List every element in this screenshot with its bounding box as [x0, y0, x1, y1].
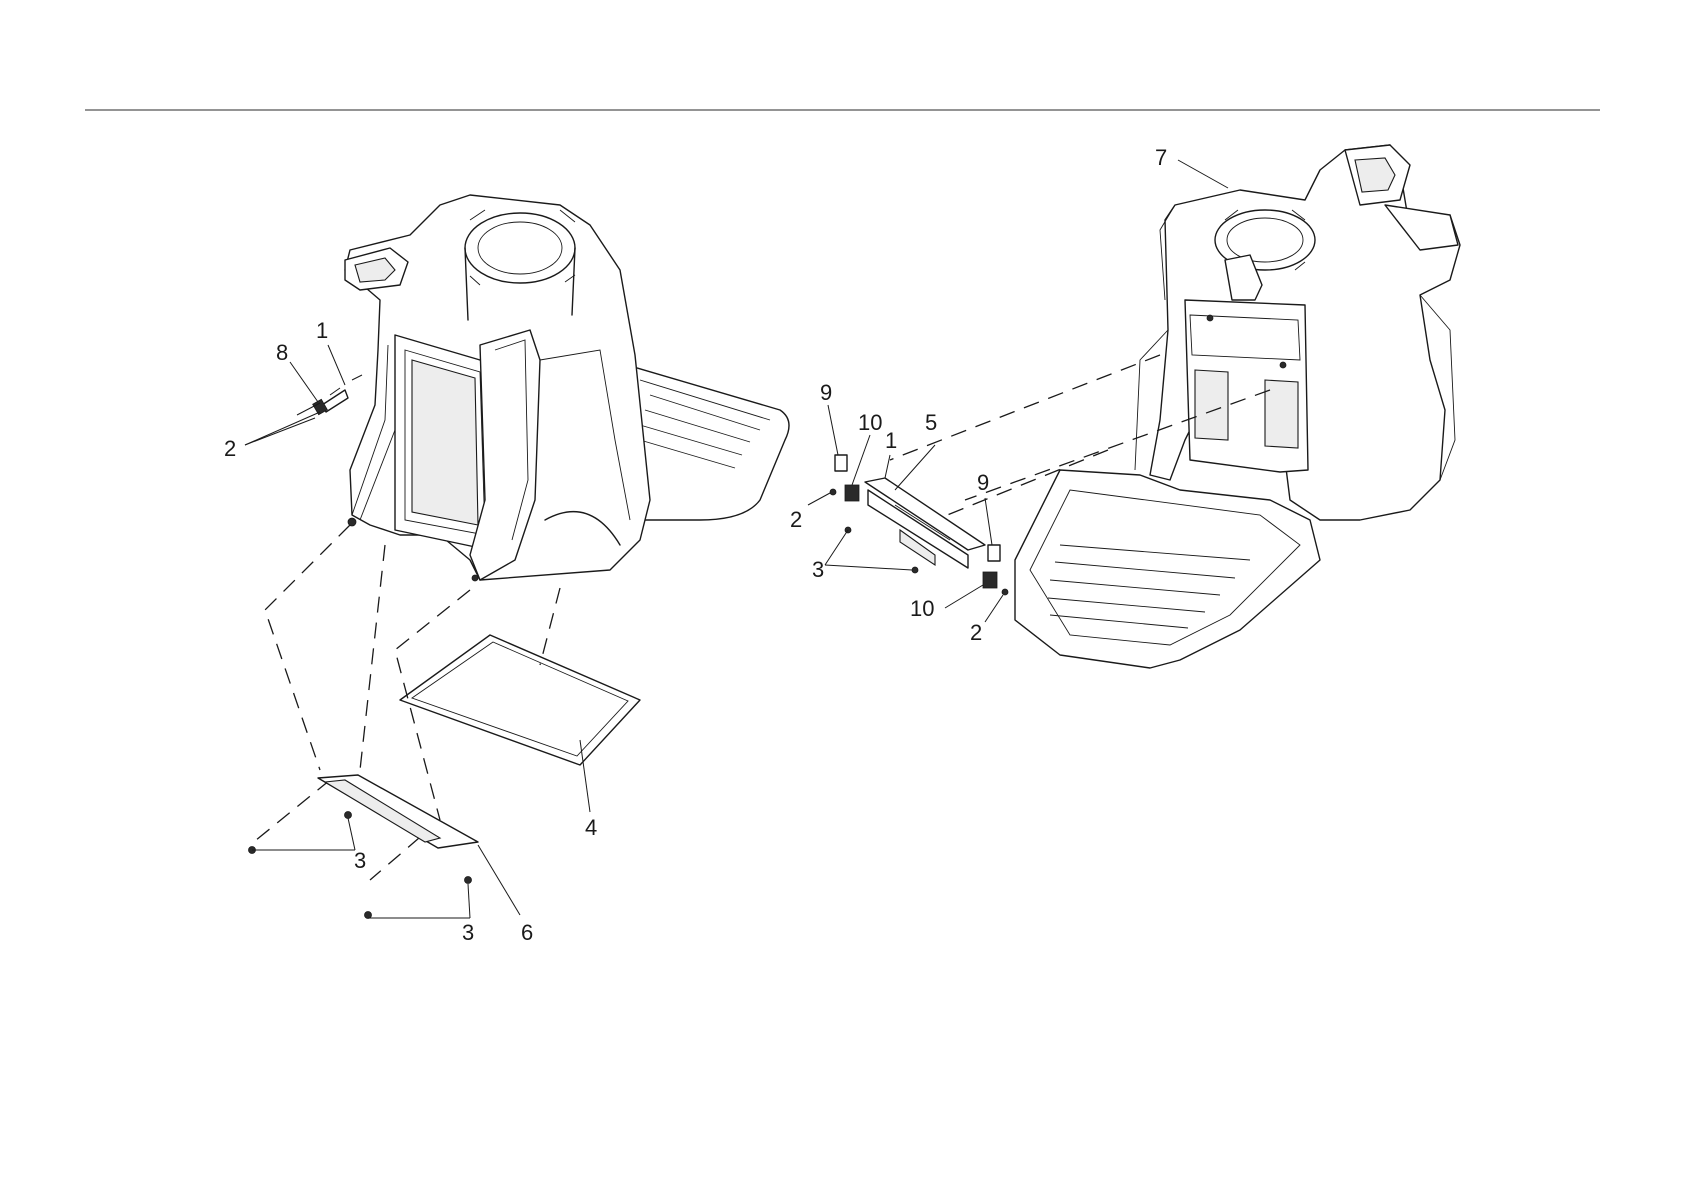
callout-right-5: 5	[925, 410, 937, 435]
callout-right-1: 1	[885, 428, 897, 453]
callout-right-7: 7	[1155, 145, 1167, 170]
bracket-part-6	[249, 775, 479, 919]
callout-left-6: 6	[521, 920, 533, 945]
callout-right-9a: 9	[820, 380, 832, 405]
callout-left-2: 2	[224, 436, 236, 461]
callout-left-3b: 3	[462, 920, 474, 945]
callout-right-3: 3	[812, 557, 824, 582]
callout-right-9b: 9	[977, 470, 989, 495]
left-hinge-parts	[297, 375, 362, 415]
left-console-body	[345, 195, 789, 581]
gasket-part-4	[400, 635, 640, 765]
callout-right-10a: 10	[858, 410, 882, 435]
callout-right-2a: 2	[790, 507, 802, 532]
callout-left-1: 1	[316, 318, 328, 343]
right-console-body	[1015, 145, 1460, 668]
callout-right-10b: 10	[910, 596, 934, 621]
callout-left-3a: 3	[354, 848, 366, 873]
callout-left-4: 4	[585, 815, 597, 840]
callout-left-8: 8	[276, 340, 288, 365]
callout-right-2b: 2	[970, 620, 982, 645]
crossbar-part-5	[865, 478, 985, 568]
